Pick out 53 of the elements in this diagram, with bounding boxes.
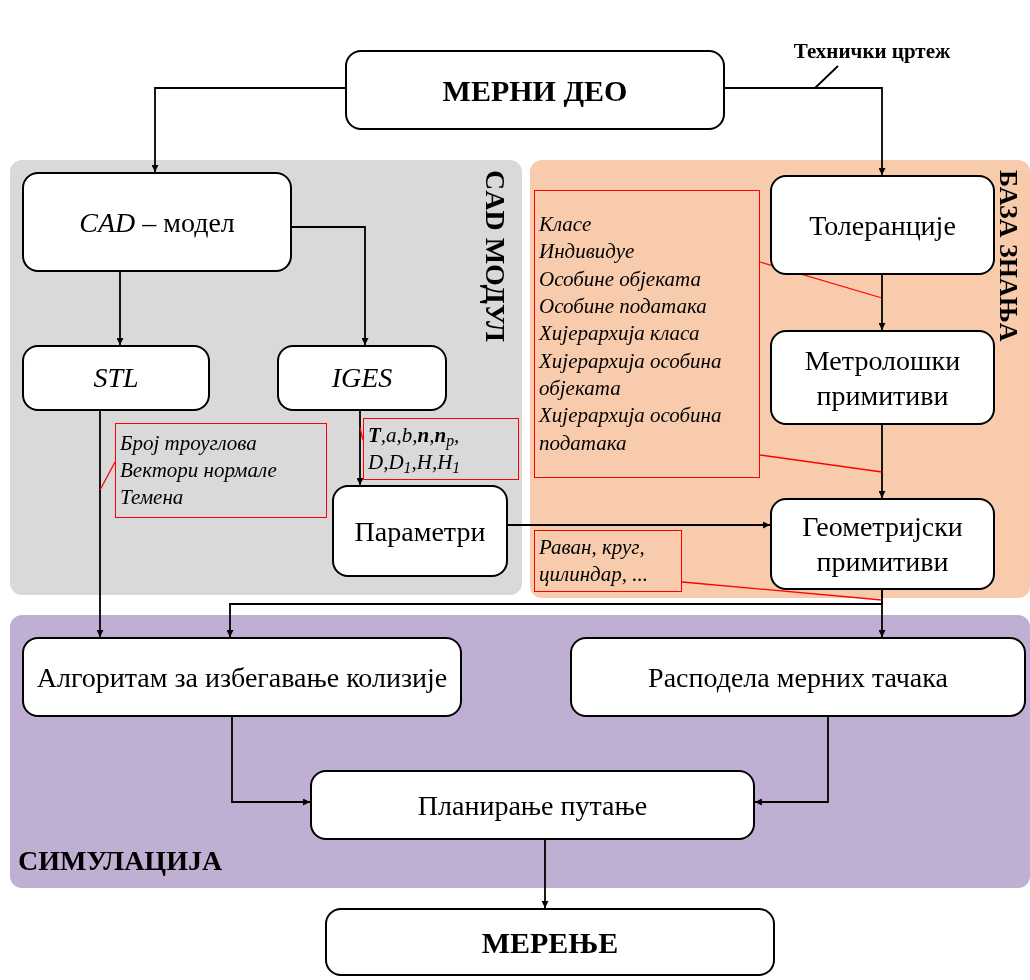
callout-box (534, 530, 682, 592)
arrow (96, 410, 104, 638)
arrow (151, 87, 346, 173)
group-panel (10, 615, 1030, 888)
arrow (507, 521, 771, 529)
arrow (541, 839, 549, 909)
process-box: Алгоритам за избегавање колизије (22, 637, 462, 717)
leader-line (681, 581, 883, 601)
process-box: Параметри (332, 485, 508, 577)
process-box: Геометријски примитиви (770, 498, 995, 590)
arrow (116, 271, 124, 346)
list-item: Вектори нормале (120, 456, 278, 484)
arrow (291, 226, 369, 346)
process-box: CAD – модел (22, 172, 292, 272)
list-item: Темена (120, 484, 185, 512)
arrow (878, 274, 886, 331)
callout-box (534, 190, 760, 478)
arrow (754, 716, 829, 806)
process-box: IGES (277, 345, 447, 411)
list-item: Раван, круг, цилиндар, ... (539, 533, 649, 588)
leader-line (99, 461, 116, 491)
process-box: Планирање путање (310, 770, 755, 840)
list-item: Хијерархија особина објеката (539, 347, 723, 402)
list-item: Особине података (539, 293, 708, 321)
panel-label: БАЗА ЗНАЊА (993, 170, 1024, 342)
leader-line (359, 427, 364, 441)
group-panel (10, 160, 522, 595)
arrow (724, 87, 886, 176)
process-box: Метролошки примитиви (770, 330, 995, 425)
list-item: Класе (539, 211, 593, 239)
leader-line (814, 65, 839, 89)
list-item: Број троуглова (120, 429, 258, 457)
list-item: Особине објеката (539, 265, 702, 293)
panel-label: СИМУЛАЦИЈА (18, 844, 223, 878)
arrow (878, 424, 886, 499)
arrow (231, 716, 311, 806)
leader-line (759, 454, 883, 473)
list-item: Технички цртеж (793, 38, 951, 66)
panel-label: CAD МОДУЛ (479, 170, 512, 342)
list-item: Хијерархија особина података (539, 402, 723, 457)
group-panel (530, 160, 1030, 598)
callout-box (115, 423, 327, 518)
process-box: STL (22, 345, 210, 411)
list-item: Индивидуе (539, 238, 636, 266)
process-box: Толеранције (770, 175, 995, 275)
process-box: МЕРНИ ДЕО (345, 50, 725, 130)
callout-box (363, 418, 519, 480)
arrow (356, 410, 364, 486)
process-box: МЕРЕЊЕ (325, 908, 775, 976)
list-item: Хијерархија класа (539, 320, 701, 348)
arrow (878, 589, 886, 638)
list-item: T,a,b,n,n$_{p}$, D,D$_{1}$,H,H$_{1}$ (368, 421, 462, 477)
process-box: Расподела мерних тачака (570, 637, 1026, 717)
